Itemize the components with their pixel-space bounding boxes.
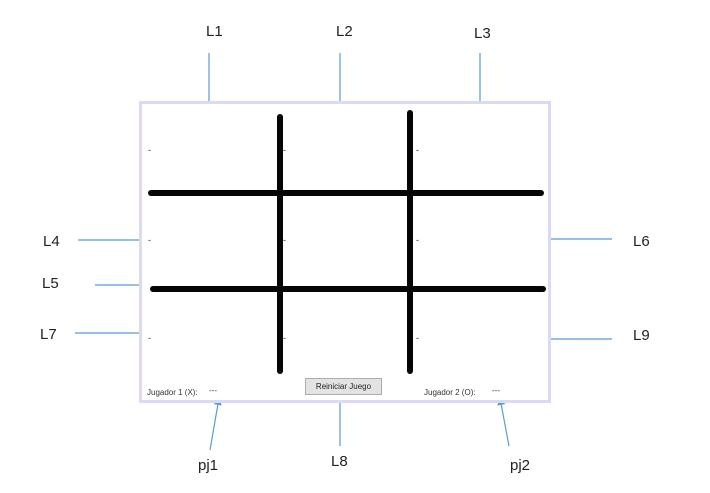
arrow-pj1 — [209, 397, 222, 451]
callout-l4: L4 — [43, 233, 60, 250]
cell-label-l3[interactable]: - — [416, 145, 419, 155]
callout-pj1: pj1 — [198, 457, 219, 474]
callout-l2: L2 — [336, 23, 353, 40]
callout-pj2: pj2 — [510, 457, 531, 474]
cell-label-l2[interactable]: - — [283, 145, 286, 155]
reset-game-button[interactable]: Reiniciar Juego — [305, 378, 382, 395]
cell-label-l5[interactable]: - — [283, 235, 286, 245]
cell-label-l7[interactable]: - — [148, 333, 151, 343]
callout-l5: L5 — [42, 275, 59, 292]
callout-l3: L3 — [474, 25, 491, 42]
player1-score: --- — [209, 386, 217, 395]
callout-l9: L9 — [633, 327, 650, 344]
player1-label: Jugador 1 (X): — [147, 388, 198, 397]
callout-l8: L8 — [331, 453, 348, 470]
grid-horizontal-line-bottom — [150, 286, 546, 292]
arrow-pj2 — [497, 397, 510, 447]
player2-score: --- — [492, 386, 500, 395]
cell-label-l9[interactable]: - — [416, 333, 419, 343]
callout-l7: L7 — [40, 326, 57, 343]
player2-label: Jugador 2 (O): — [424, 388, 476, 397]
grid-vertical-line-right — [407, 110, 413, 374]
cell-label-l4[interactable]: - — [148, 235, 151, 245]
cell-label-l1[interactable]: - — [148, 145, 151, 155]
game-window — [139, 101, 551, 403]
callout-l1: L1 — [206, 23, 223, 40]
grid-horizontal-line-top — [148, 190, 544, 196]
callout-l6: L6 — [633, 233, 650, 250]
grid-vertical-line-left — [277, 114, 283, 374]
cell-label-l6[interactable]: - — [416, 235, 419, 245]
cell-label-l8[interactable]: - — [283, 333, 286, 343]
